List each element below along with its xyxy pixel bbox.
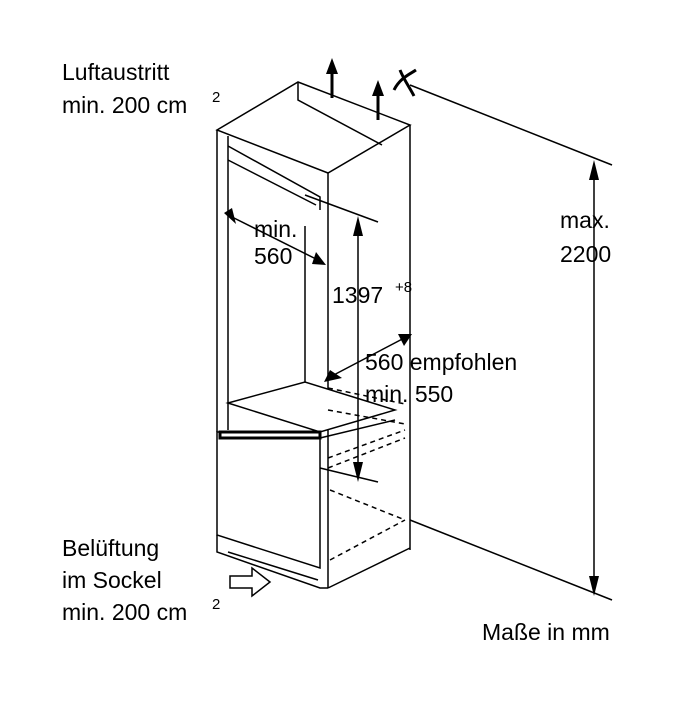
- niche-height-sup: +8: [395, 279, 412, 296]
- depth-label-line2: min. 550: [365, 381, 453, 407]
- cabinet-top-inner-shelf: [227, 159, 317, 206]
- air-outlet-label-line1: Luftaustritt: [62, 59, 170, 85]
- depth-dimension: [324, 334, 412, 382]
- niche-height-arrow-bottom: [353, 462, 363, 482]
- air-outlet-label-line2: min. 200 cm: [62, 92, 187, 118]
- dashed-line-2: [327, 409, 406, 425]
- air-arrow-left-head: [326, 58, 338, 74]
- plinth-vent-arrow: [229, 566, 272, 598]
- niche-width-arrow-left: [224, 208, 236, 224]
- max-height-label-line1: max.: [560, 207, 610, 233]
- depth-arrow-right: [398, 334, 412, 346]
- dashed-line-6: [329, 519, 406, 561]
- max-height-bottom-extension: [409, 519, 613, 601]
- dashed-line-5: [329, 489, 406, 521]
- niche-width-label-line1: min.: [254, 216, 297, 242]
- units-note: Maße in mm: [482, 619, 610, 645]
- cabinet-back-top: [297, 82, 383, 146]
- air-outlet-arrows: [326, 58, 417, 120]
- max-height-arrow-bottom: [589, 576, 599, 596]
- dashed-line-4: [327, 437, 406, 469]
- max-height-dimension: [409, 84, 613, 601]
- plinth-arrow-shape: [229, 566, 272, 598]
- depth-label-line1: 560 empfohlen: [365, 349, 517, 375]
- max-height-label-line2: 2200: [560, 241, 611, 267]
- plinth-label-line3: min. 200 cm: [62, 599, 187, 625]
- air-arrow-right-head: [372, 80, 384, 96]
- dashed-line-1: [327, 387, 406, 405]
- plinth-label-line2: im Sockel: [62, 567, 162, 593]
- niche-height-arrow-top: [353, 216, 363, 236]
- plinth-left: [216, 535, 328, 589]
- niche-height-top-extension: [304, 194, 379, 223]
- dashed-line-3: [327, 429, 406, 459]
- cabinet-outline: [215, 81, 412, 589]
- cabinet-bottom-right-edge: [327, 547, 411, 589]
- max-height-top-extension: [409, 84, 613, 166]
- lower-panel-top-rail: [218, 430, 322, 440]
- niche-width-label-line2: 560: [254, 243, 292, 269]
- niche-width-arrow-right: [312, 252, 326, 265]
- air-flow-symbol: [392, 68, 417, 97]
- plinth-label-sup: 2: [212, 596, 220, 613]
- niche-width-dimension: [224, 208, 326, 265]
- max-height-arrow-top: [589, 160, 599, 180]
- depth-arrow-left: [324, 370, 342, 382]
- plinth-label-line1: Belüftung: [62, 535, 159, 561]
- cabinet-top-inner-front: [227, 145, 321, 210]
- lower-panel-front: [216, 431, 321, 570]
- niche-height-bottom-extension: [319, 467, 379, 483]
- depth-dim-line: [327, 334, 411, 379]
- niche-floor: [225, 381, 398, 433]
- niche-height-dimension: [304, 194, 379, 483]
- air-outlet-label-sup: 2: [212, 89, 220, 106]
- plinth-inner: [227, 551, 319, 581]
- niche-height-label: 1397: [332, 282, 383, 308]
- niche-width-dim-line: [227, 214, 323, 263]
- hidden-appliance-lines: [327, 387, 406, 561]
